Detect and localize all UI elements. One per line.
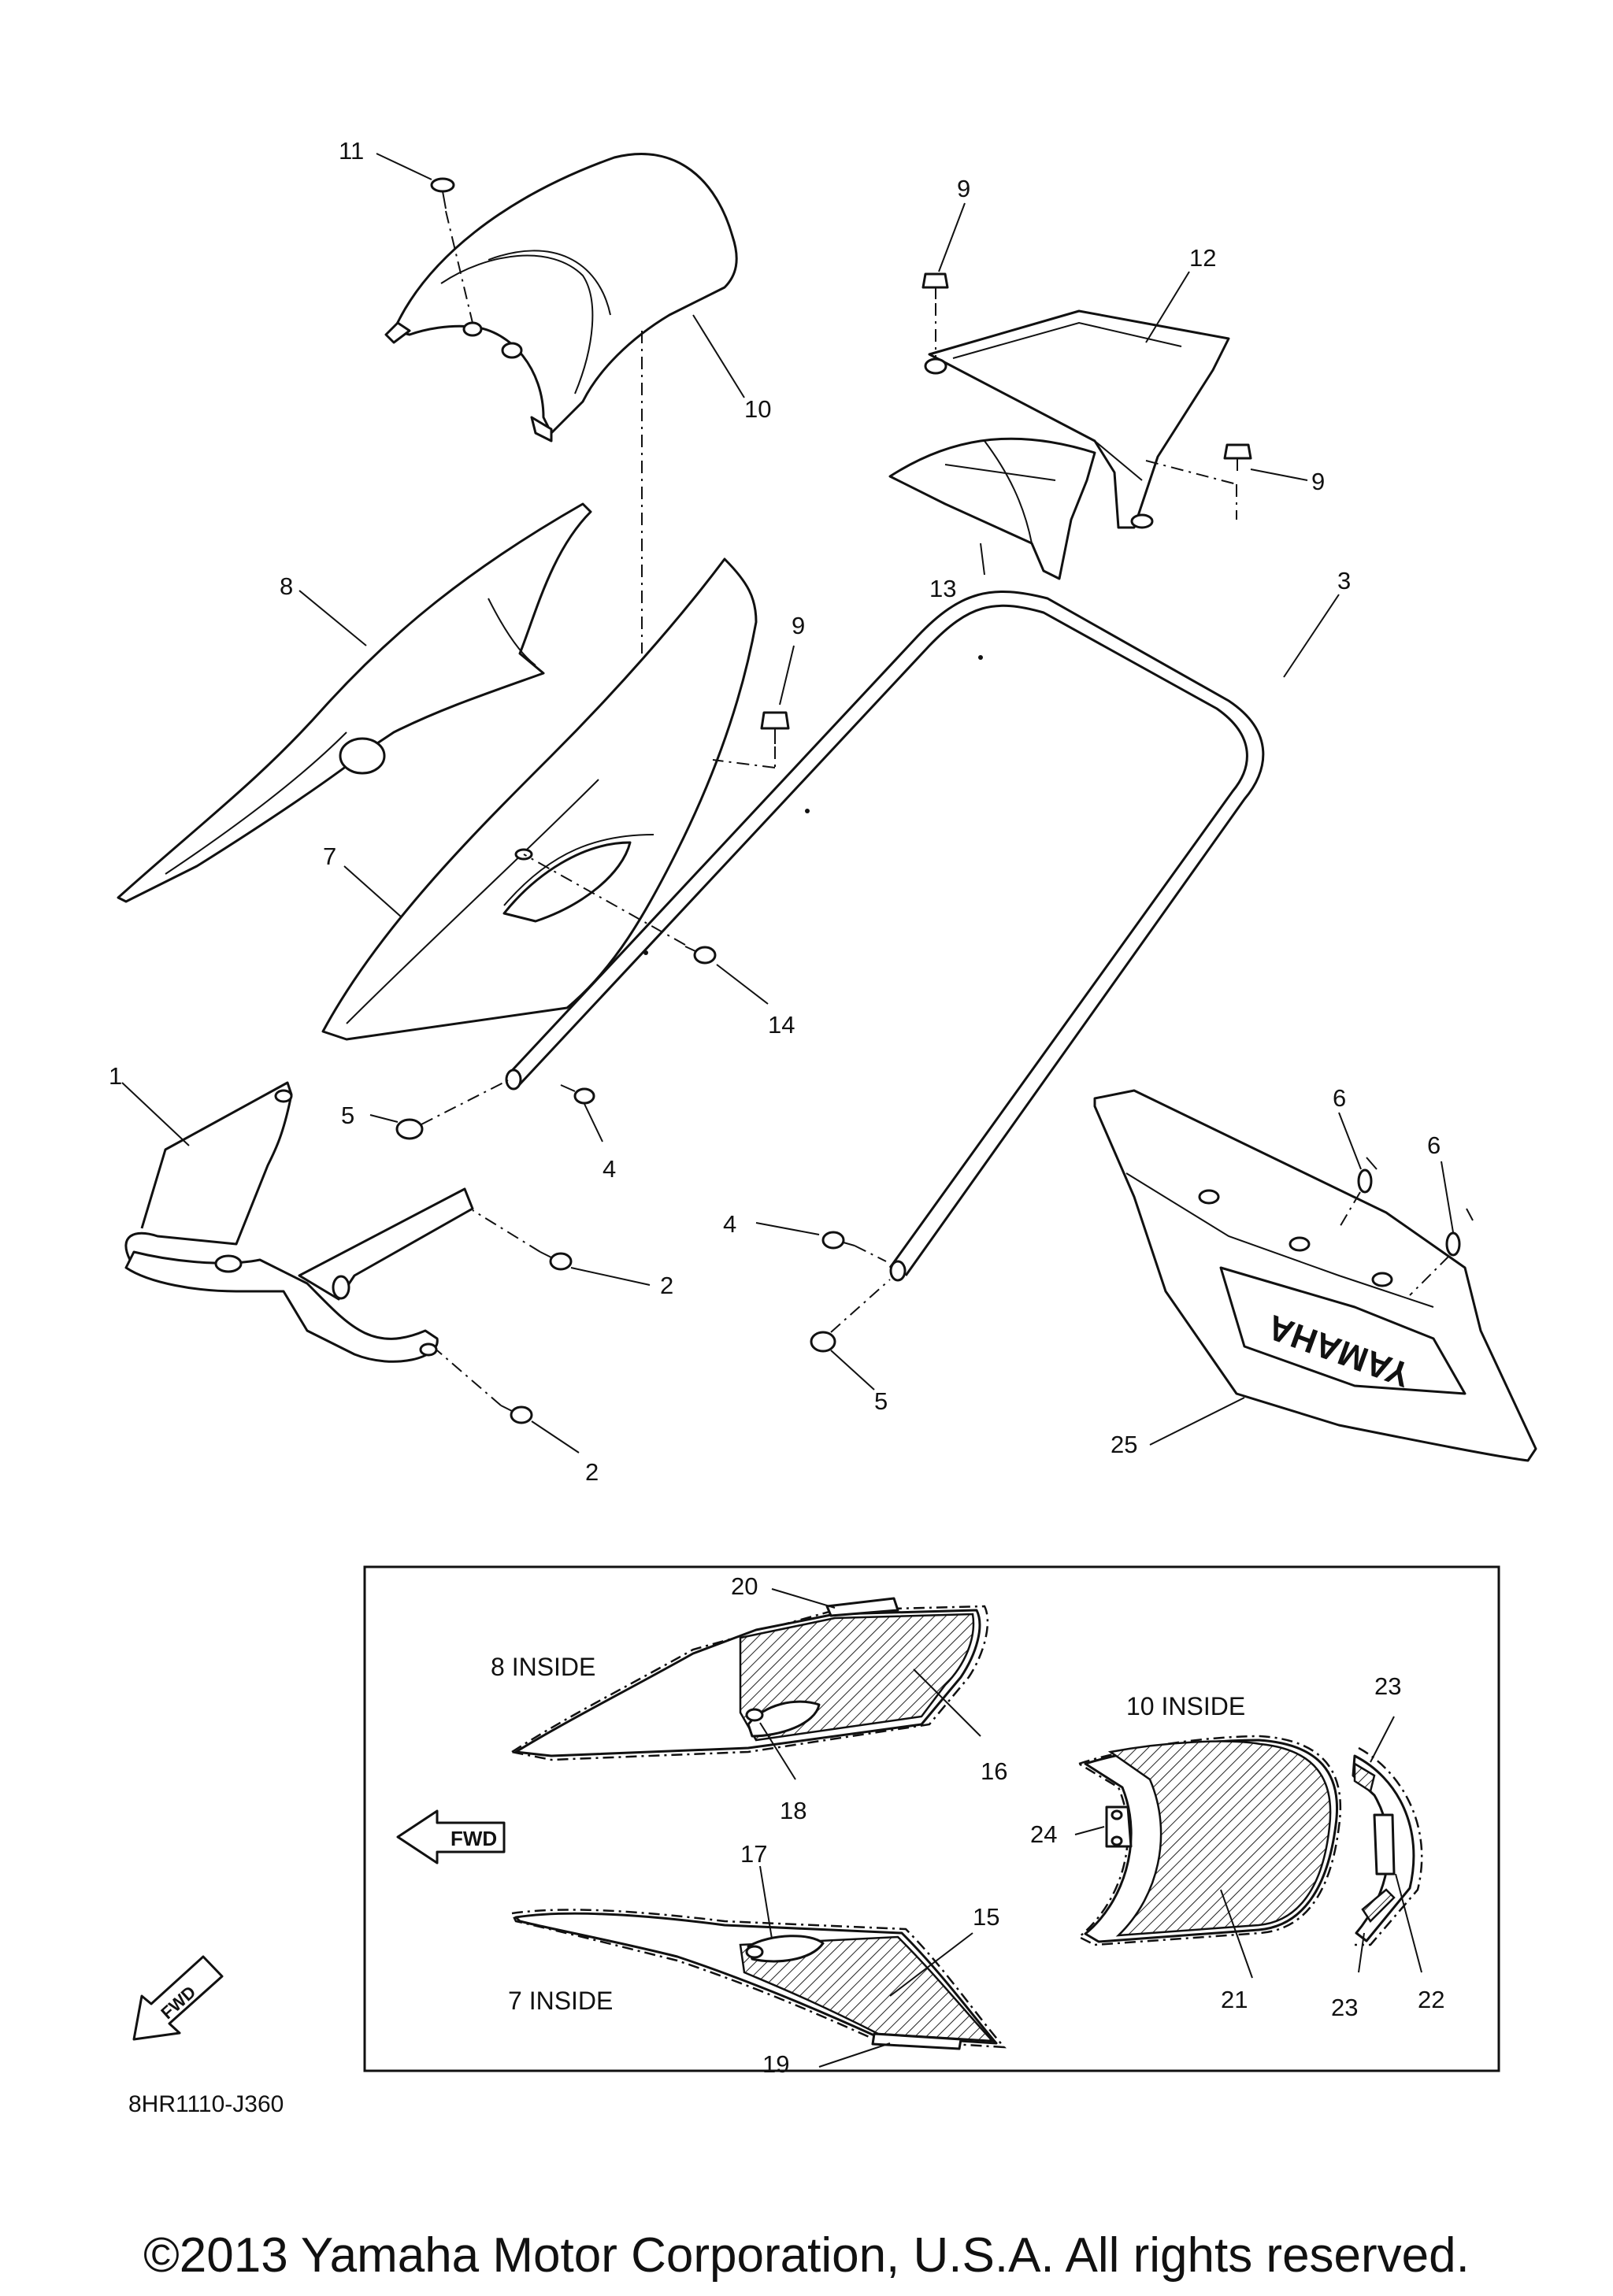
callout-9-right: 9: [1311, 468, 1325, 495]
cap-part-5-lower: [810, 1331, 836, 1353]
callout-15: 15: [973, 1903, 999, 1931]
callout-17: 17: [740, 1840, 767, 1868]
bolt-part-4-upper: [560, 1084, 595, 1105]
callout-2-lower: 2: [585, 1458, 599, 1486]
callout-14: 14: [768, 1011, 795, 1039]
cap-part-5-upper: [395, 1118, 424, 1140]
callout-9-mid: 9: [792, 612, 805, 639]
bolt-part-2-upper: [540, 1251, 573, 1271]
inset-seat-cowl-10-inside: [1077, 1735, 1342, 1946]
callout-25: 25: [1111, 1431, 1137, 1458]
callout-6-left: 6: [1333, 1084, 1346, 1112]
copyright-notice: ©2013 Yamaha Motor Corporation, U.S.A. A…: [143, 2228, 1470, 2283]
callout-4-lower: 4: [723, 1210, 736, 1238]
side-cover-part-8: [117, 502, 592, 903]
diagram-code: 8HR1110-J360: [128, 2091, 284, 2117]
grab-bar-part-3: [505, 590, 1265, 1282]
callout-2-upper: 2: [660, 1272, 673, 1299]
callout-11: 11: [339, 137, 364, 165]
callout-19: 19: [762, 2050, 789, 2078]
side-cover-part-7: [321, 557, 758, 1041]
bolt-part-14: [684, 946, 717, 965]
inset-side-cover-7-inside: [510, 1909, 1007, 2050]
callout-23-top: 23: [1374, 1672, 1401, 1700]
callout-13: 13: [929, 575, 956, 602]
callout-20: 20: [731, 1572, 758, 1600]
bolt-part-2-lower: [500, 1405, 533, 1424]
callout-8: 8: [280, 572, 293, 600]
callout-6-right: 6: [1427, 1131, 1441, 1159]
label-8-inside: 8 INSIDE: [491, 1653, 595, 1681]
callout-16: 16: [981, 1757, 1007, 1785]
inset-side-cover-8-inside: [509, 1597, 989, 1761]
callout-1: 1: [109, 1062, 122, 1090]
fwd-label: FWD: [451, 1827, 497, 1850]
callout-5-upper: 5: [341, 1102, 354, 1129]
rear-cover-part-12: [924, 309, 1230, 529]
callout-24: 24: [1030, 1820, 1057, 1848]
callout-18: 18: [780, 1797, 806, 1824]
clip-part-9-mid: [760, 711, 790, 744]
callout-21: 21: [1221, 1986, 1248, 2013]
fwd-arrow-icon: FWD: [396, 1809, 506, 1865]
rear-cover-part-13: [888, 437, 1096, 580]
inset-frame: [363, 1565, 1500, 2072]
rivet-part-6-right: [1445, 1208, 1474, 1257]
screw-part-11: [430, 177, 455, 209]
fwd-arrow-small-icon: FWD: [132, 1955, 224, 2041]
callout-23-bottom: 23: [1331, 1994, 1358, 2021]
emblem-panel-part-25: YAMAHA: [1093, 1089, 1537, 1462]
callout-3: 3: [1337, 567, 1351, 594]
callout-22: 22: [1418, 1986, 1444, 2013]
callout-10: 10: [744, 395, 771, 423]
clip-part-9-upper: [921, 272, 949, 299]
seat-cowl-side-part-22: [1352, 1746, 1423, 1946]
label-7-inside: 7 INSIDE: [508, 1987, 613, 2015]
callout-7: 7: [323, 842, 336, 870]
rivet-part-6-left: [1357, 1157, 1378, 1194]
seat-cowl-part-10: [384, 153, 738, 443]
label-10-inside: 10 INSIDE: [1126, 1692, 1245, 1720]
bolt-part-4-lower: [821, 1231, 855, 1250]
clip-part-9-right: [1223, 443, 1252, 471]
callout-12: 12: [1189, 244, 1216, 272]
callout-4-upper: 4: [603, 1155, 616, 1183]
callout-5-lower: 5: [874, 1387, 888, 1415]
callout-9-top: 9: [957, 175, 970, 202]
bracket-part-1: [124, 1081, 474, 1363]
